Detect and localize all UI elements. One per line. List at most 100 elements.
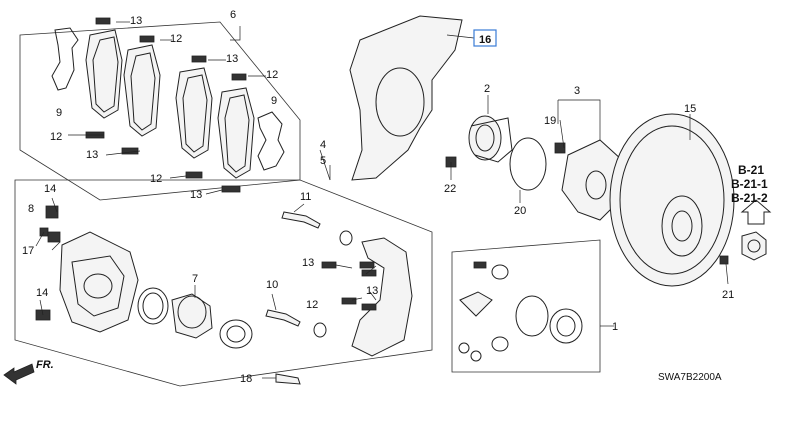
pin-boot-upper [339, 230, 353, 246]
reference-label-3: B-21-2 [731, 191, 768, 205]
hub-nut-thread [747, 239, 761, 253]
bracket-clip-12a [359, 261, 375, 269]
part-label-12: 12 [170, 33, 182, 45]
pad-clip-13a [95, 17, 111, 25]
guide-pin-11 [281, 211, 321, 229]
bracket-clip-13a [321, 261, 337, 269]
bleeder-valve-part [47, 231, 61, 243]
seal-kit-frame [451, 239, 601, 373]
seal-kit-ring [515, 295, 549, 337]
reference-label-2: B-21-1 [731, 177, 768, 191]
part-label-18: 18 [240, 373, 252, 385]
part-label-15: 15 [684, 103, 696, 115]
part-label-1: 1 [612, 321, 618, 333]
seal-kit-seal-inner [556, 315, 576, 337]
guide-pin-10 [265, 309, 301, 327]
brake-disc-hat [661, 195, 703, 257]
part-label-12: 12 [150, 173, 162, 185]
part-label-16: 16 [479, 34, 491, 46]
part-label-22: 22 [444, 183, 456, 195]
part-label-13: 13 [130, 15, 142, 27]
dust-shield-hole [375, 67, 425, 137]
caliper-bore [83, 273, 113, 299]
pad-shim-right [257, 111, 285, 171]
part-label-19: 19 [544, 115, 556, 127]
part-label-9: 9 [56, 107, 62, 119]
part-label-5: 5 [320, 155, 326, 167]
part-label-13: 13 [302, 257, 314, 269]
bleeder-screw-part [45, 205, 59, 219]
pad-backing-inner-left [92, 36, 119, 113]
caliper-piston [171, 293, 213, 339]
part-label-6: 6 [230, 9, 236, 21]
part-label-20: 20 [514, 205, 526, 217]
part-label-9: 9 [271, 95, 277, 107]
drawing-code: SWA7B2200A [658, 372, 722, 383]
brake-disc-center [671, 210, 693, 242]
brake-disc-ring [619, 125, 725, 275]
caliper-bracket [351, 237, 413, 357]
highlight-box-16 [473, 29, 497, 47]
pad-clip-13b [191, 55, 207, 63]
piston-boot-inner [226, 325, 246, 343]
brake-pad-outer-right [217, 87, 255, 179]
part-label-2: 2 [484, 83, 490, 95]
bracket-clip-12b [361, 269, 377, 277]
wheel-bearing-outer [468, 115, 502, 161]
front-arrow-icon [3, 363, 35, 385]
snap-ring [509, 137, 547, 191]
brake-pad-outer-left [175, 67, 213, 159]
part-label-10: 10 [266, 279, 278, 291]
pin-boot-lower [313, 322, 327, 338]
bracket-clip-12c [341, 297, 357, 305]
hub-bolt-19-part [554, 142, 566, 154]
part-label-13: 13 [366, 285, 378, 297]
bolt-18 [275, 373, 301, 385]
pad-clip-12b [231, 73, 247, 81]
caliper-body-detail [71, 255, 125, 317]
pad-clip-12d [185, 171, 203, 179]
part-label-12: 12 [306, 299, 318, 311]
seal-kit-grease [459, 291, 493, 317]
up-arrow-icon [740, 199, 772, 225]
pad-clip-12a [139, 35, 155, 43]
front-direction-arrow: FR. [3, 359, 54, 385]
wheel-hub-bore [585, 170, 607, 200]
pad-shim-left [51, 27, 79, 91]
seal-kit-boot-upper [491, 264, 509, 280]
brake-pad-inner-right [123, 44, 161, 137]
seal-kit-seal [549, 308, 583, 344]
piston-seal-inner [142, 292, 164, 320]
caliper-kit-frame [14, 179, 433, 387]
part-label-13: 13 [190, 189, 202, 201]
part-label-14: 14 [36, 287, 48, 299]
pad-backing-outer-left [182, 74, 208, 153]
part-label-3: 3 [574, 85, 580, 97]
part-label-11: 11 [300, 191, 311, 203]
dust-shield [349, 15, 463, 181]
pad-clip-13d [221, 185, 241, 193]
part-label-13: 13 [86, 149, 98, 161]
pad-backing-outer-right [224, 94, 250, 173]
pad-backing-inner-right [130, 52, 156, 131]
part-label-13: 13 [226, 53, 238, 65]
part-label-21: 21 [722, 289, 734, 301]
disc-screw-21-part [719, 255, 729, 265]
seal-kit-o-ring-1 [458, 342, 470, 354]
part-label-4: 4 [320, 139, 326, 151]
front-marker-label: FR. [36, 359, 54, 371]
part-label-7: 7 [192, 273, 198, 285]
hub-nut [741, 231, 767, 261]
part-label-14: 14 [44, 183, 56, 195]
part-label-12: 12 [50, 131, 62, 143]
part-label-8: 8 [28, 203, 34, 215]
bracket-clip-13b [361, 303, 377, 311]
wheel-bearing-body [470, 117, 513, 163]
caliper-body [59, 231, 139, 333]
seal-kit-o-ring-2 [470, 350, 482, 362]
piston-seal-outer [137, 287, 169, 325]
leader-lines [35, 21, 729, 379]
part-label-17: 17 [22, 245, 34, 257]
